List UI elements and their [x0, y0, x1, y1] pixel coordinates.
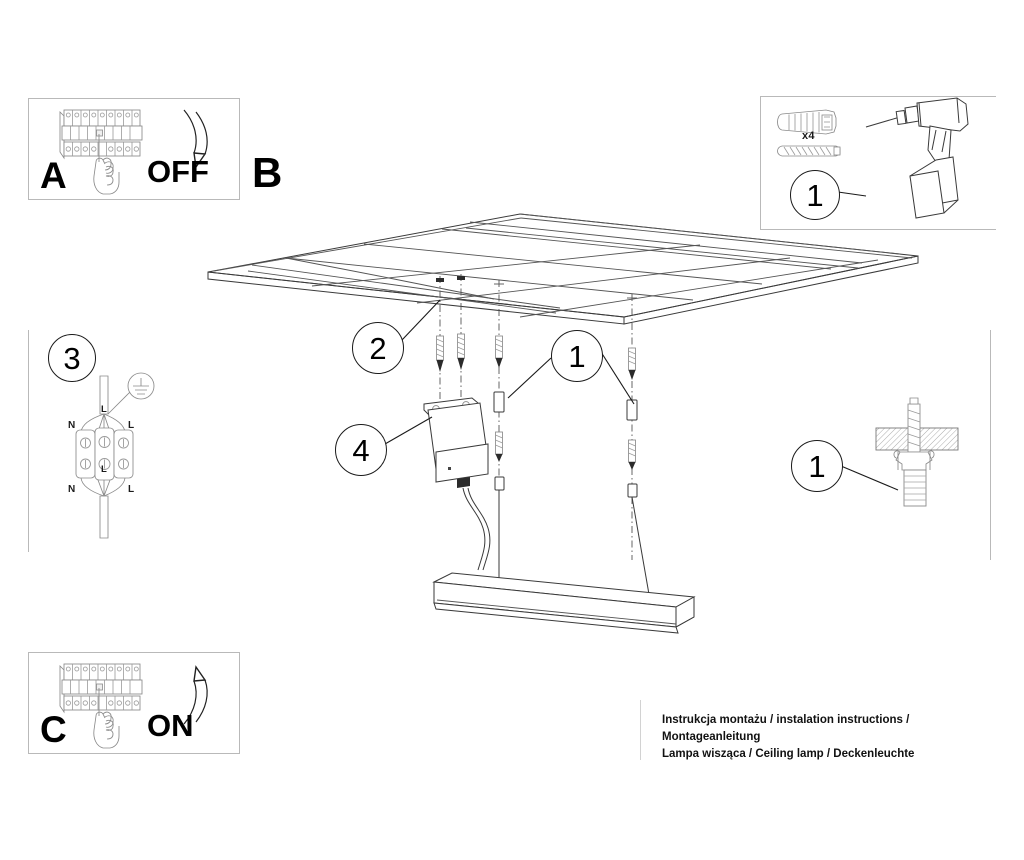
- screw-icon: [777, 145, 841, 157]
- wiring-label-l-center-top: L: [101, 404, 107, 415]
- wiring-label-l-center-bottom: L: [101, 464, 107, 475]
- anchor-cross-section: [875, 397, 959, 507]
- callout-cable-gripper: 1: [551, 330, 603, 382]
- wiring-label-n-bottom: N: [68, 484, 75, 495]
- wall-plug-quantity-label: x4: [802, 130, 815, 142]
- callout-tools: 1: [790, 170, 840, 220]
- earth-ground-icon: [127, 372, 155, 400]
- pendant-lamp: [432, 572, 696, 634]
- wiring-diagram: L N L L N L: [68, 372, 155, 539]
- screw-icon: [495, 431, 503, 462]
- step-a-word-off: OFF: [147, 154, 209, 189]
- footer-line-2: Lampa wisząca / Ceiling lamp / Deckenleu…: [662, 748, 915, 760]
- footer-text: Instrukcja montażu / instalation instruc…: [662, 712, 992, 763]
- hand-icon: [93, 134, 120, 195]
- arrow-up-icon: [195, 679, 208, 723]
- driver-box-assembly: [423, 397, 491, 571]
- footer-line-1: Instrukcja montażu / instalation instruc…: [662, 714, 910, 743]
- step-letter-b: B: [252, 149, 283, 196]
- cable-gripper-icon: [627, 483, 638, 498]
- drill-icon: [865, 97, 969, 219]
- wall-plug-icon: [777, 109, 837, 135]
- screw-icon: [628, 347, 636, 380]
- screw-icon: [628, 439, 636, 470]
- hand-icon: [93, 688, 120, 749]
- cable-gripper-icon: [494, 476, 505, 491]
- step-letter-c: C: [40, 709, 67, 750]
- breaker-box-on-illustration: [59, 663, 208, 749]
- panel-footer-divider: [640, 700, 996, 760]
- cable-gripper-icon: [626, 399, 638, 421]
- callout-screws: 2: [352, 322, 404, 374]
- screw-icon: [436, 335, 444, 372]
- wiring-label-l-bottom: L: [128, 484, 134, 495]
- callout-anchor: 1: [791, 440, 843, 492]
- panel-wiring-divider: [28, 330, 34, 552]
- ceiling-grid: [207, 213, 919, 325]
- screw-icon: [457, 333, 465, 370]
- cable-gripper-icon: [493, 391, 505, 413]
- step-c-word-on: ON: [147, 708, 194, 743]
- callout-wiring: 3: [48, 334, 96, 382]
- callout-driver-box: 4: [335, 424, 387, 476]
- arrow-down-icon: [195, 111, 208, 155]
- callout-leader-lines: [384, 191, 899, 491]
- screw-icon: [495, 335, 503, 368]
- breaker-box-off-illustration: [59, 109, 208, 195]
- panel-anchor-divider: [990, 330, 996, 560]
- wiring-label-l-top: L: [128, 420, 134, 431]
- step-letter-a: A: [40, 155, 67, 196]
- wiring-label-n-top: N: [68, 420, 75, 431]
